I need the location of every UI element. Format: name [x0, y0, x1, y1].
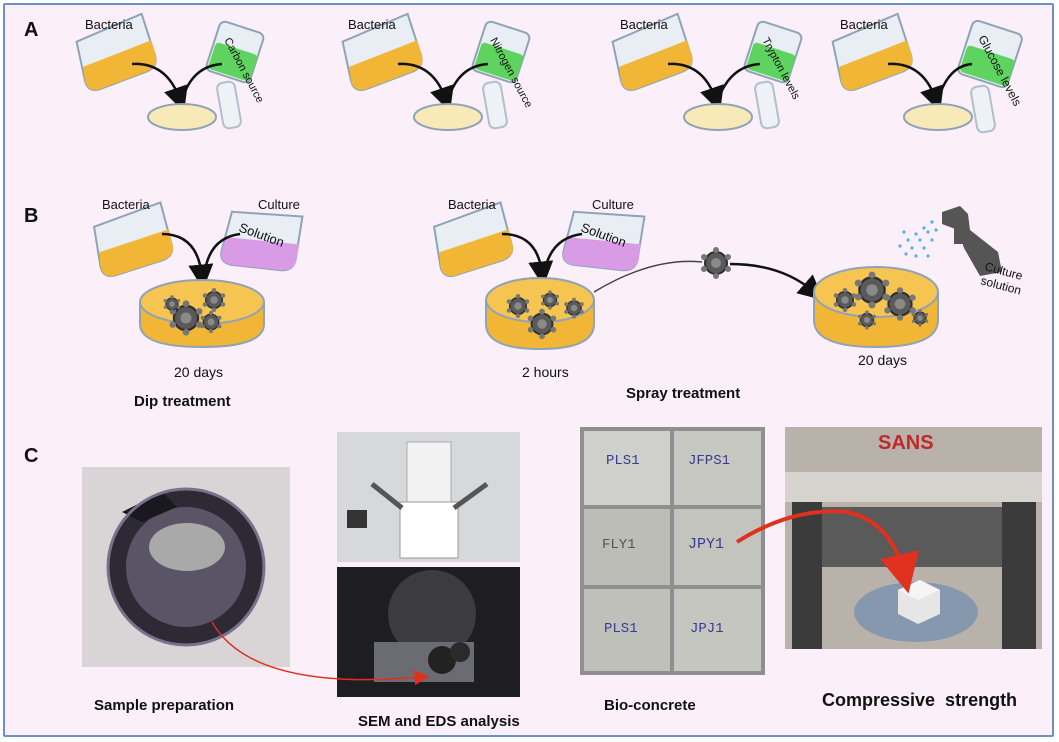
- petri-dish: [903, 103, 973, 131]
- panel-a-set-trypton: Bacteria Trypton levels: [611, 12, 803, 131]
- machine-brand: SANS: [878, 432, 934, 454]
- sem-chamber-photo: [337, 567, 520, 697]
- bio-concrete-title: Bio-concrete: [604, 697, 696, 714]
- cube-label: JPY1: [688, 536, 724, 553]
- cube-label: PLS1: [604, 621, 638, 637]
- culture-label: Culture: [592, 197, 634, 212]
- spray-treatment-title: Spray treatment: [626, 385, 740, 402]
- flask-label: Bacteria: [620, 17, 668, 32]
- figure-canvas: A Bacteria Carbon source Bacteria Nitrog…: [24, 12, 1042, 730]
- cube-label: JFPS1: [688, 453, 730, 469]
- dip-treatment-group: Bacteria Culture Solution 20 days Dip tr…: [92, 197, 304, 410]
- test-tube: [216, 80, 242, 130]
- petri-dish: [683, 103, 753, 131]
- panel-c-letter: C: [24, 445, 38, 467]
- panel-a-set-nitrogen: Bacteria Nitrogen source: [341, 12, 534, 131]
- concrete-to-machine-arrow: [735, 509, 919, 594]
- spray-treatment-group: Bacteria Culture Solution: [432, 197, 1025, 402]
- dip-treatment-title: Dip treatment: [134, 393, 231, 410]
- sample-preparation-title: Sample preparation: [94, 697, 234, 714]
- bio-concrete-photo: PLS1 JFPS1 FLY1 JPY1 PLS1 JPJ1: [580, 427, 765, 675]
- flask-label: Bacteria: [840, 17, 888, 32]
- spray-days: 20 days: [858, 352, 907, 368]
- sem-eds-title: SEM and EDS analysis: [358, 713, 520, 730]
- petri-dish: [147, 103, 217, 131]
- cube-label: JPJ1: [690, 621, 724, 637]
- panel-a-set-carbon: Bacteria Carbon source: [75, 12, 266, 131]
- spray-bottle-icon: [898, 206, 1002, 276]
- flask-label: Bacteria: [85, 17, 133, 32]
- cube-label: FLY1: [602, 537, 636, 553]
- culture-label: Culture: [258, 197, 300, 212]
- bacteria-label: Bacteria: [448, 197, 496, 212]
- flask-label: Bacteria: [348, 17, 396, 32]
- bacteria-flask: [75, 12, 157, 91]
- sample-photo: [82, 467, 290, 667]
- panel-a-set-glucose: Bacteria Glucose levels: [831, 12, 1024, 134]
- figure-frame: A Bacteria Carbon source Bacteria Nitrog…: [3, 3, 1054, 737]
- panel-b-letter: B: [24, 205, 38, 227]
- compressive-strength-title: Compressive strength: [822, 690, 1017, 710]
- cube-label: PLS1: [606, 453, 640, 469]
- sem-instrument-photo: [337, 432, 520, 562]
- petri-dish: [413, 103, 483, 131]
- compression-machine-photo: SANS: [785, 427, 1042, 649]
- dip-days: 20 days: [174, 364, 223, 380]
- panel-a-letter: A: [24, 19, 38, 41]
- bacteria-label: Bacteria: [102, 197, 150, 212]
- spray-hours: 2 hours: [522, 364, 569, 380]
- sample-to-sem-arrow: [211, 621, 430, 686]
